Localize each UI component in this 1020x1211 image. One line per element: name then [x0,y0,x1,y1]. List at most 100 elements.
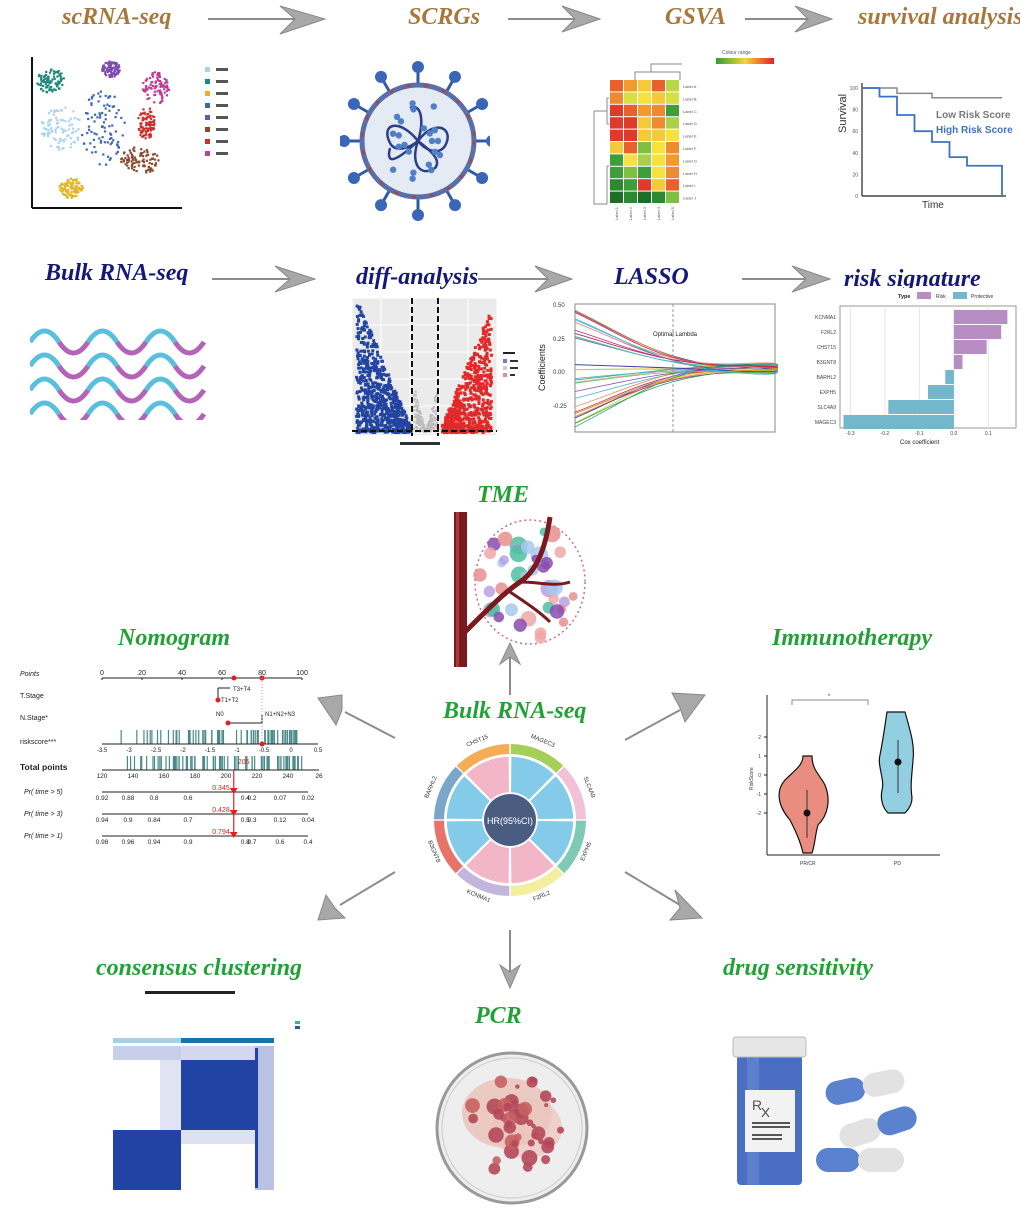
heatmap-cell [652,142,665,154]
volcano-point-up [485,401,489,405]
volcano-point-down [357,334,361,338]
tsne-point [130,164,133,168]
volcano-point-up [484,330,488,334]
tsne-point [39,84,42,87]
volcano-point-up [484,362,488,366]
heatmap-cell [652,117,665,129]
nomogram-tick: 0.84 [148,817,161,824]
tsne-point [112,61,116,64]
lasso-ytick: 0.50 [553,303,565,309]
tsne-point [90,97,93,100]
volcano-point-ns [416,406,419,409]
volcano-point-up [477,395,481,399]
volcano-point-down [359,366,363,370]
volcano-point-down [394,411,398,415]
volcano-point-down [365,370,369,374]
tsne-point [151,115,154,118]
tsne-point [60,109,64,112]
tsne-point [109,64,113,67]
hr-hub-label: HR(95%CI) [487,816,533,826]
survival-ytick: 0 [855,194,858,200]
heatmap-cell [638,166,651,179]
volcano-point-down [395,430,399,434]
volcano-point-down [378,406,382,410]
tsne-point [102,64,106,67]
tsne-point [121,134,124,137]
tsne-point [137,160,141,163]
volcano-point-up [464,382,468,386]
violin-ytick: 0 [758,773,761,779]
volcano-point-up [488,341,492,345]
volcano-point-down [383,388,387,392]
tsne-point [116,144,119,147]
volcano-point-up [463,371,467,375]
volcano-point-down [373,344,377,348]
tsne-point [104,72,107,75]
tsne-point [64,188,67,191]
tsne-point [54,71,57,74]
volcano-point-up [457,423,461,427]
tsne-point [118,65,121,69]
volcano-point-down [391,400,395,404]
tsne-point [65,183,68,186]
gene-ring-barhl2 [434,766,463,820]
heatmap-cell [624,92,637,104]
colony [556,1126,565,1134]
tsne-point [90,102,93,105]
nomogram-tick: 0.07 [274,795,287,802]
colony [511,1099,518,1105]
tsne-point [156,154,159,157]
nomogram-tick: 160 [159,773,170,780]
volcano-point-down [372,395,376,399]
volcano-point-down [362,321,366,325]
tsne-point [40,132,44,135]
volcano-point-up [485,351,489,355]
tsne-point [142,165,145,168]
volcano-point-down [376,360,380,364]
tsne-point [149,83,152,86]
tsne-legend [205,67,228,156]
gene-label: MAGEC3 [530,734,556,749]
volcano-point-down [369,385,373,389]
volcano-point-up [479,391,483,395]
drug-illustration: R [732,1036,917,1185]
volcano-point-ns [421,430,424,433]
volcano-point-up [455,396,459,400]
tsne-point [55,127,58,130]
volcano-point-up [468,405,472,409]
volcano-point-down [375,404,379,408]
tsne-point [71,178,75,182]
volcano-point-ns [432,410,435,413]
volcano-point-up [447,426,451,430]
nomogram-tick: 0.94 [96,817,109,824]
tsne-point [81,185,84,188]
tsne-point [124,156,127,160]
gene-label: SLC4A9 [581,776,595,800]
tsne-point [75,182,78,185]
volcano-point-down [394,416,398,420]
volcano-point-up [454,415,458,419]
lasso-ytick: 0.25 [553,337,565,343]
lasso-plot: Coefficients 0.50 0.25 0.00 -0.25 Optima… [537,303,778,433]
rna-bead [431,148,439,156]
volcano-point-up [468,381,472,385]
tsne-point [49,123,52,126]
volcano-point-down [384,407,388,411]
volcano-point-up [468,388,472,392]
title-scrna-seq: scRNA-seq [62,4,172,30]
tme-cell [546,579,563,596]
tsne-point [102,153,105,156]
tsne-point [108,137,112,141]
tsne-point [112,139,115,142]
volcano-point-down [366,356,370,360]
tsne-point [37,83,40,86]
rna-strand [172,340,207,356]
nomogram-tick: 0.12 [274,817,287,824]
volcano-point-down [401,409,405,413]
volcano-point-up [454,418,458,422]
volcano-point-down [358,353,362,357]
tsne-point [150,121,153,124]
volcano-point-down [366,374,370,378]
volcano-point-down [366,397,370,401]
volcano-point-down [365,418,369,422]
